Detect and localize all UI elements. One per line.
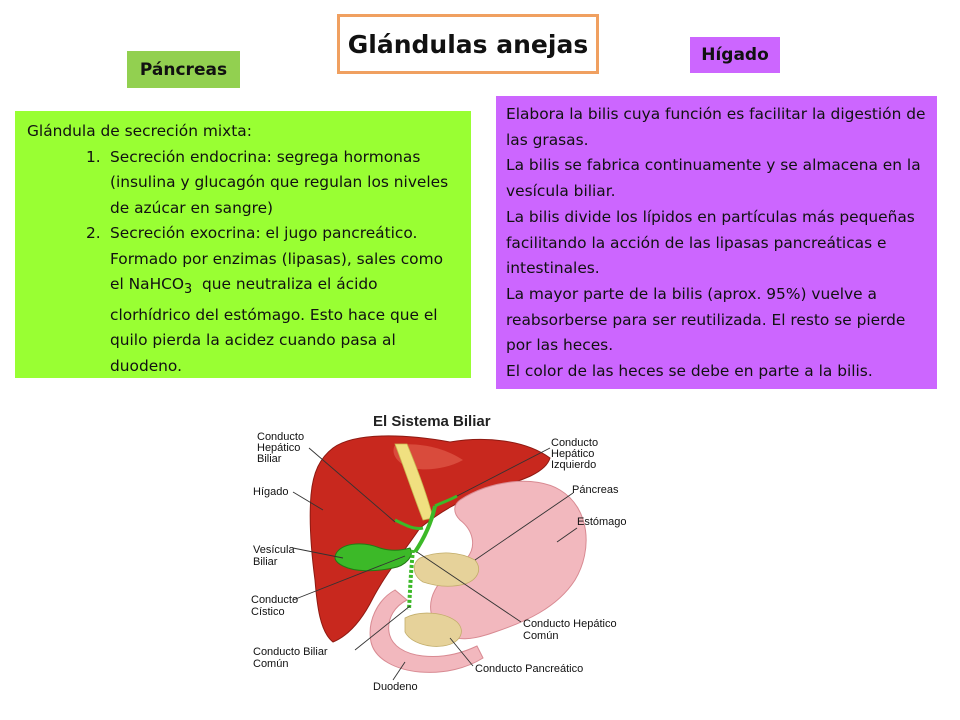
page-title: Glándulas anejas [337, 14, 599, 74]
leader-lines [292, 447, 578, 681]
list-number: 2. [86, 224, 101, 242]
higado-label: Hígado [690, 37, 780, 73]
falciform-ligament [394, 443, 434, 521]
higado-paragraph: La mayor parte de la bilis (aprox. 95%) … [506, 284, 906, 355]
diagram-title: El Sistema Biliar [373, 413, 491, 430]
duodenum-shape [369, 589, 484, 673]
label-higado: Hígado [253, 486, 288, 498]
gallbladder-shape [334, 543, 412, 572]
list-text-continued: que neutraliza el ácido clorhídrico del … [110, 275, 443, 375]
left-hepatic-duct [434, 494, 458, 508]
higado-paragraph: La bilis se fabrica continuamente y se a… [506, 156, 921, 201]
pancreas-intro: Glándula de secreción mixta: [27, 122, 252, 140]
common-bile-duct [407, 549, 415, 611]
higado-paragraph: Elabora la bilis cuya función es facilit… [506, 105, 926, 149]
higado-paragraph: El color de las heces se debe en parte a… [506, 362, 873, 381]
pancreas-label: Páncreas [127, 51, 240, 88]
pancreas-list-item: 2. Secreción exocrina: el jugo pancreáti… [27, 221, 461, 379]
higado-text-box: Elabora la bilis cuya función es facilit… [496, 96, 937, 389]
label-pancreas: Páncreas [572, 484, 619, 496]
list-number: 1. [86, 147, 101, 166]
pancreas-shape [413, 552, 479, 587]
pancreas-head [404, 612, 462, 647]
pancreas-list: 1. Secreción endocrina: segrega hormonas… [27, 145, 461, 380]
common-hepatic-duct [413, 505, 437, 554]
subscript: 3 [184, 282, 193, 298]
right-hepatic-duct [394, 518, 424, 530]
list-text: Secreción endocrina: segrega hormonas (i… [110, 147, 449, 217]
pancreas-list-item: 1. Secreción endocrina: segrega hormonas… [27, 145, 461, 222]
higado-paragraph: La bilis divide los lípidos en partícula… [506, 207, 915, 278]
list-text: Secreción exocrina: el jugo pancreático.… [110, 224, 444, 293]
label-duodeno: Duodeno [373, 681, 418, 693]
label-conducto-pancreatico: Conducto Pancreático [475, 663, 583, 675]
label-estomago: Estómago [577, 516, 627, 528]
pancreas-text-box: Glándula de secreción mixta: 1. Secreció… [15, 111, 471, 378]
